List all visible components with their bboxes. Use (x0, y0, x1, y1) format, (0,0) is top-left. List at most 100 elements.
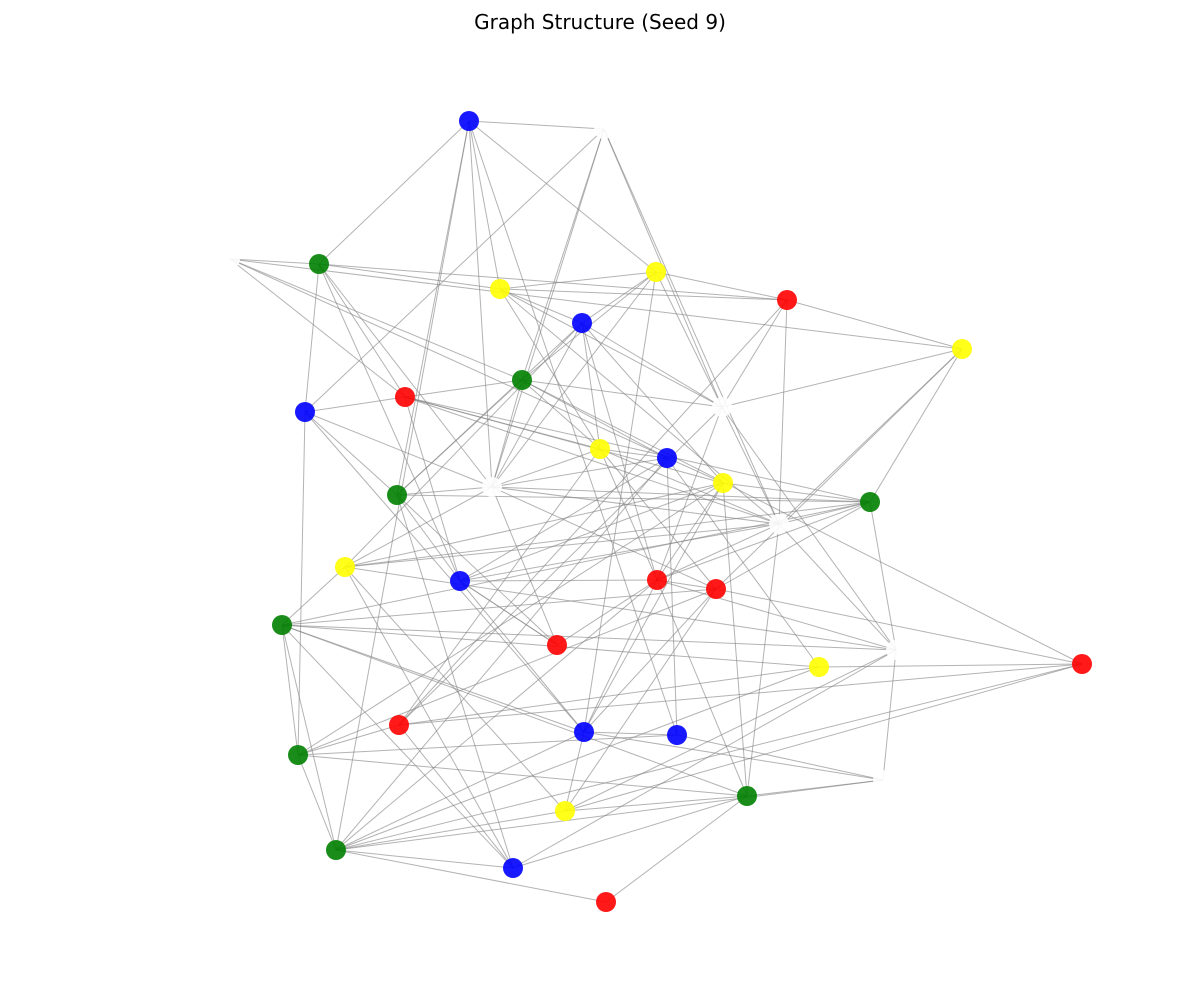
graph-edge (581, 322, 724, 484)
graph-node-white (886, 640, 906, 660)
graph-node-red (596, 892, 616, 912)
graph-edge (297, 482, 724, 756)
graph-edge (281, 624, 337, 851)
graph-edge (491, 379, 523, 488)
graph-node-yellow (952, 339, 972, 359)
graph-node-yellow (713, 473, 733, 493)
graph-edge (344, 482, 724, 568)
graph-edge (468, 120, 657, 273)
graph-title: Graph Structure (Seed 9) (474, 10, 726, 34)
graph-edge (318, 120, 470, 265)
graph-edge (468, 120, 493, 488)
graph-node-red (547, 635, 567, 655)
graph-edge (229, 258, 724, 484)
graph-edge (459, 580, 558, 646)
graph-node-green (272, 615, 292, 635)
graph-edge (297, 754, 748, 797)
graph-edge (778, 523, 897, 651)
graph-edge (281, 624, 514, 869)
graph-edge (459, 523, 780, 582)
graph-edge (404, 379, 523, 398)
graph-edge (335, 849, 607, 903)
graph-node-blue (572, 313, 592, 333)
graph-node-red (1072, 654, 1092, 674)
graph-edge (655, 271, 788, 301)
graph-edge (335, 579, 658, 851)
graph-node-yellow (555, 801, 575, 821)
graph-edge (318, 263, 493, 488)
graph-edge (556, 579, 658, 646)
graph-edge (468, 120, 678, 736)
graph-edge (396, 486, 493, 496)
graph-edge (722, 482, 748, 797)
graph-edge (468, 120, 605, 130)
graph-edge (581, 322, 601, 450)
graph-edge (581, 322, 723, 408)
graph-edge (335, 666, 820, 851)
graph-node-blue (459, 111, 479, 131)
graph-edge (318, 263, 788, 301)
graph-edge (335, 663, 1083, 851)
graph-edge (318, 263, 461, 582)
graph-edge (869, 501, 897, 651)
graph-node-white (594, 119, 614, 139)
graph-node-red (706, 579, 726, 599)
graph-node-yellow (809, 657, 829, 677)
graph-edge (746, 523, 780, 797)
graph-edge (229, 258, 320, 265)
graph-edge (583, 731, 884, 781)
graph-edge (297, 734, 678, 756)
graph-node-green (737, 786, 757, 806)
graph-node-blue (667, 725, 687, 745)
graph-node-blue (657, 448, 677, 468)
graph-edge (281, 624, 748, 797)
graph-edge (491, 128, 605, 488)
graph-edge (676, 734, 884, 781)
graph-edge (459, 482, 724, 582)
graph-node-white (712, 397, 732, 417)
graph-edge (304, 263, 320, 413)
graph-edge (468, 120, 501, 290)
graph-edge (583, 579, 658, 733)
graph-edge (398, 448, 601, 726)
graph-edge (583, 588, 717, 733)
graph-edge (499, 288, 723, 408)
graph-edge (521, 379, 601, 450)
graph-edge (229, 258, 963, 350)
graph-edge (304, 411, 398, 496)
graph-node-green (860, 492, 880, 512)
graph-node-red (395, 387, 415, 407)
graph-edge (229, 258, 523, 381)
graph-node-white (220, 249, 240, 269)
graph-edge (344, 566, 566, 812)
graph-edge (499, 271, 657, 290)
graph-edge (583, 271, 657, 733)
graph-edge (335, 120, 470, 851)
graph-node-green (309, 254, 329, 274)
graph-edge (396, 494, 514, 869)
graph-node-yellow (590, 439, 610, 459)
graph-node-yellow (646, 262, 666, 282)
graph-edge (521, 379, 668, 459)
graph-node-yellow (490, 279, 510, 299)
graph-edge (335, 457, 668, 851)
graph-edge (656, 579, 897, 651)
graph-edge (721, 348, 963, 408)
graph-edge (404, 396, 601, 450)
graph-edge (344, 566, 897, 651)
graph-edge (297, 588, 717, 756)
graph-edge (297, 754, 337, 851)
graph-edge (396, 494, 558, 646)
graph-node-red (389, 715, 409, 735)
graph-edge (396, 120, 470, 496)
graph-edge (304, 128, 605, 413)
graph-edge (344, 523, 780, 568)
graph-edge (491, 271, 657, 488)
graph-edge (499, 288, 601, 450)
graph-node-white (482, 477, 502, 497)
graph-edge (564, 588, 717, 812)
graph-edge (491, 486, 780, 525)
graph-edge (491, 486, 558, 646)
graph-edge (335, 810, 566, 851)
